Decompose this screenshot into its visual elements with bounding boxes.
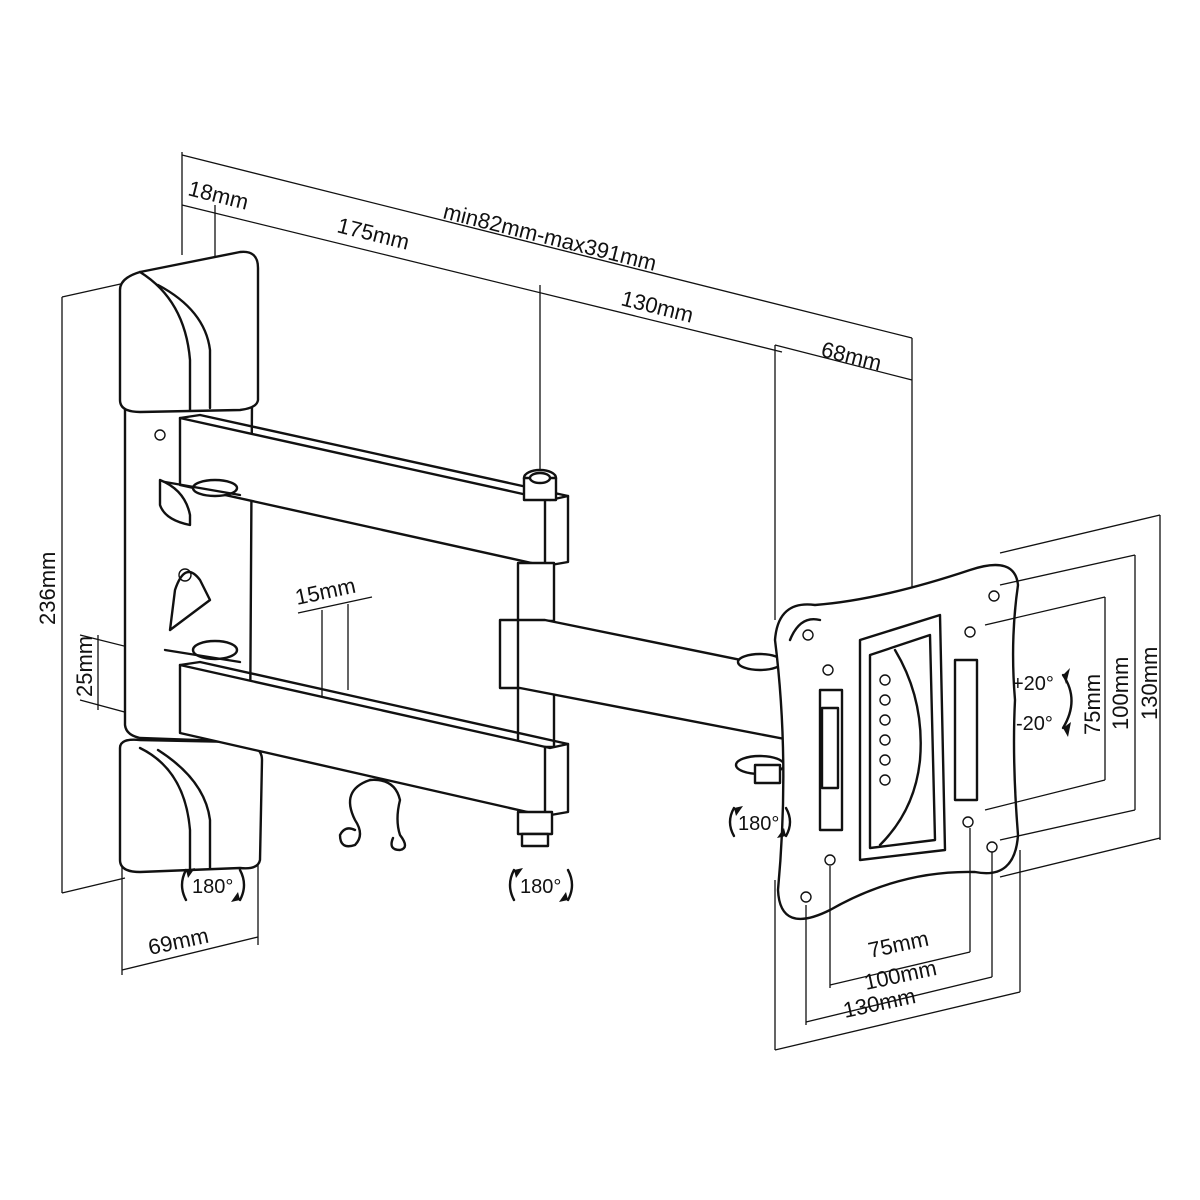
vesa-v-large-label: 130mm bbox=[1137, 647, 1162, 720]
arm1-label: 175mm bbox=[335, 213, 412, 255]
tilt-up-label: +20° bbox=[1012, 673, 1054, 695]
cable-hook bbox=[338, 778, 407, 852]
lower-arm bbox=[163, 639, 570, 848]
rotation-arrow-icon-wall bbox=[180, 868, 246, 902]
wall-swivel-label: 180° bbox=[192, 876, 233, 898]
tilt-down-label: -20° bbox=[1016, 713, 1053, 735]
vesa-v-small-label: 75mm bbox=[1080, 674, 1105, 735]
total-depth-label: min82mm-max391mm bbox=[441, 199, 659, 276]
tilt-arrow-icon bbox=[1061, 673, 1073, 730]
upper-arm bbox=[163, 413, 570, 568]
plate-height-label: 236mm bbox=[35, 552, 60, 625]
vesa-v-medium-label: 100mm bbox=[1108, 657, 1133, 730]
plate-width-label: 69mm bbox=[146, 923, 211, 960]
vesa-plate bbox=[773, 563, 1020, 920]
rotation-arrow-icon-arm bbox=[508, 868, 574, 902]
head-swivel-label: 180° bbox=[738, 813, 779, 835]
wall-plate bbox=[118, 250, 264, 874]
arm-thickness-label: 25mm bbox=[72, 636, 97, 697]
rotation-arrow-icon-head bbox=[728, 806, 792, 838]
arm-swivel-label: 180° bbox=[520, 876, 561, 898]
vesa-dimension-lines bbox=[774, 514, 1161, 1051]
tilt-head-label: 68mm bbox=[819, 337, 884, 376]
